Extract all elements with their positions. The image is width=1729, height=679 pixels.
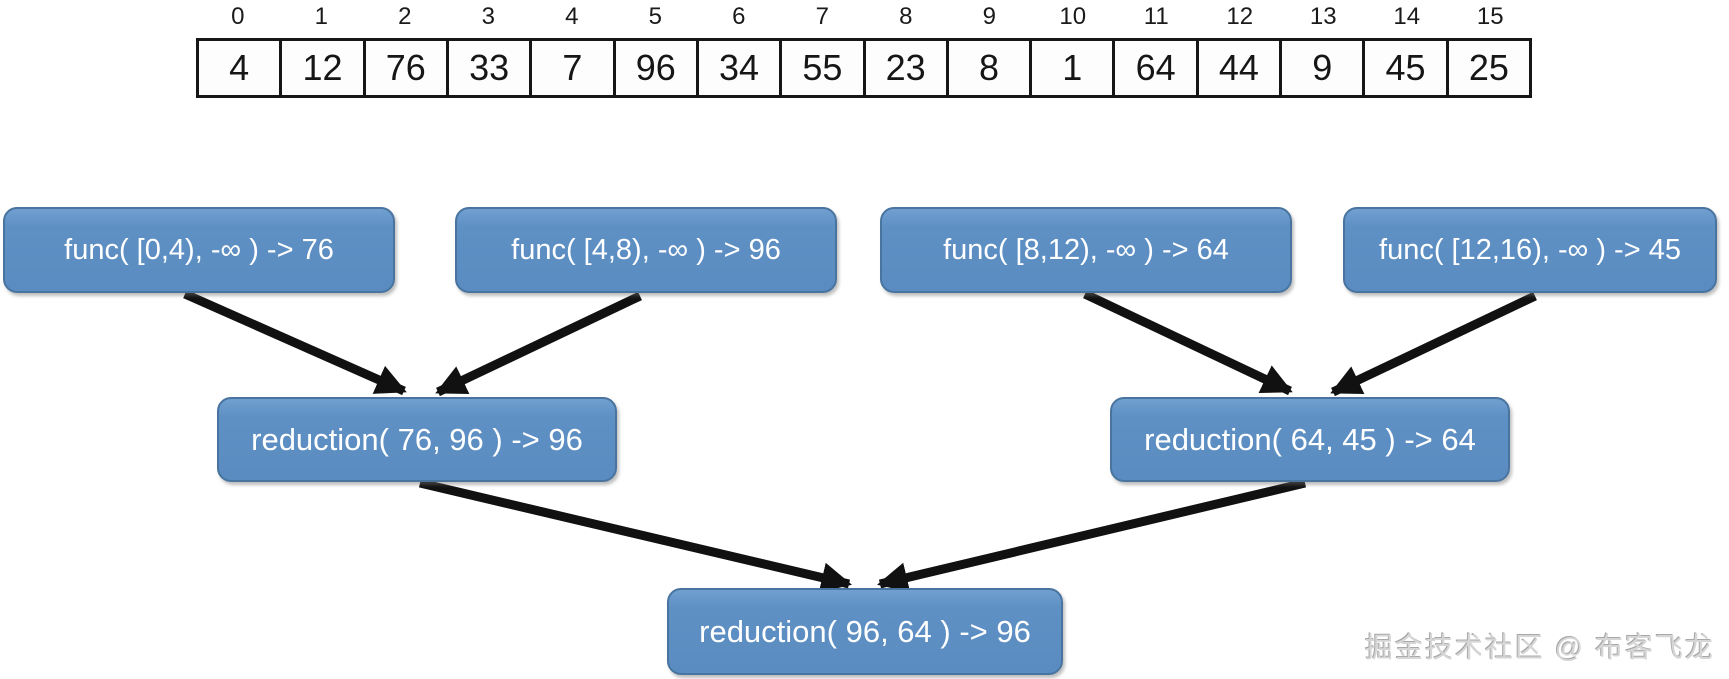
reduction-node-right: reduction( 64, 45 ) -> 64	[1110, 397, 1510, 482]
array-cell: 23	[862, 41, 946, 95]
array-index-label: 15	[1476, 3, 1504, 30]
array-cell: 44	[1195, 41, 1279, 95]
array-cell: 76	[362, 41, 446, 95]
func-node-8-12: func( [8,12), -∞ ) -> 64	[880, 207, 1292, 293]
array-index-label: 7	[815, 3, 829, 30]
array-cell: 45	[1362, 41, 1445, 95]
array-index-label: 6	[732, 3, 746, 30]
array-cell: 34	[695, 41, 779, 95]
reduction-node-final: reduction( 96, 64 ) -> 96	[667, 588, 1063, 675]
array-cell: 8	[945, 41, 1029, 95]
array-cell: 1	[1029, 41, 1112, 95]
array-index-label: 0	[231, 3, 245, 30]
func-node-0-4: func( [0,4), -∞ ) -> 76	[3, 207, 395, 293]
arrow-reduction-right-to-final	[877, 478, 1307, 593]
array-index-label: 8	[899, 3, 913, 30]
arrow-reduction-left-to-final	[418, 478, 852, 593]
arrow-func2-to-reduction-right	[1083, 289, 1293, 396]
func-node-4-8: func( [4,8), -∞ ) -> 96	[455, 207, 837, 293]
array-index-label: 10	[1059, 3, 1087, 30]
array-cell: 7	[529, 41, 612, 95]
reduction-node-left: reduction( 76, 96 ) -> 96	[217, 397, 617, 482]
array-index-label: 4	[565, 3, 579, 30]
arrow-func3-to-reduction-right	[1330, 291, 1537, 397]
array-index-label: 5	[648, 3, 662, 30]
array-cell: 25	[1445, 41, 1529, 95]
array-index-label: 14	[1393, 3, 1421, 30]
array-index-label: 1	[314, 3, 328, 30]
array-index-label: 12	[1226, 3, 1254, 30]
array-index-row: 0 1 2 3 4 5 6 7 8 9 10 11 12 13 14 15	[196, 2, 1532, 32]
array-index-label: 13	[1309, 3, 1337, 30]
array-cell: 12	[279, 41, 362, 95]
array-index-label: 2	[398, 3, 412, 30]
arrow-func0-to-reduction-left	[183, 289, 407, 396]
array-cell: 55	[779, 41, 862, 95]
array-cell: 4	[229, 47, 250, 88]
input-array: 4 12 76 33 7 96 34 55 23 8 1 64 44 9 45 …	[196, 38, 1532, 98]
arrow-func1-to-reduction-left	[435, 291, 642, 397]
array-index-label: 3	[481, 3, 495, 30]
array-cell: 33	[445, 41, 529, 95]
array-index-label: 11	[1143, 3, 1169, 30]
array-index-label: 9	[982, 3, 996, 30]
array-cell: 64	[1112, 41, 1195, 95]
watermark-text: 掘金技术社区 @ 布客飞龙	[1365, 632, 1715, 663]
array-cell: 96	[612, 41, 696, 95]
array-cell: 9	[1279, 41, 1362, 95]
func-node-12-16: func( [12,16), -∞ ) -> 45	[1343, 207, 1717, 293]
